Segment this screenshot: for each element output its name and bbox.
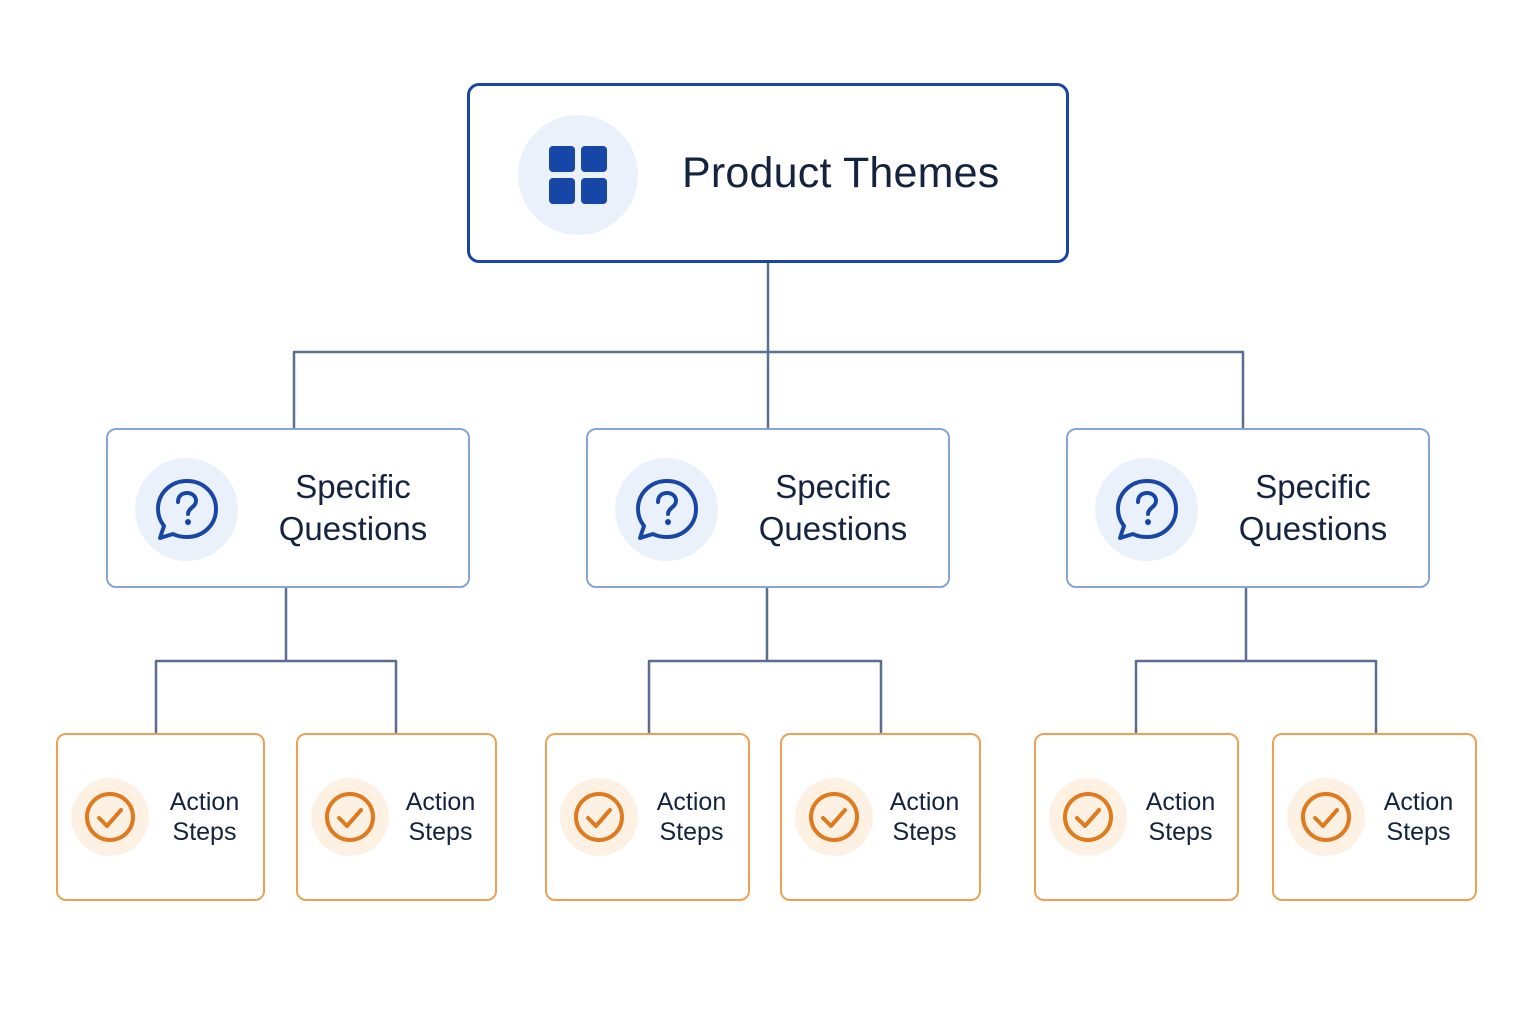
check-circle-icon [809,792,859,842]
action-label: Action Steps [889,788,960,846]
question-node-2: Specific Questions [586,428,950,588]
action-icon-badge [71,778,149,856]
question-icon-badge [135,458,238,561]
action-label: Action Steps [1145,788,1216,846]
check-circle-icon [574,792,624,842]
question-bubble-icon [635,478,698,540]
action-label: Action Steps [1383,788,1454,846]
root-label: Product Themes [682,148,1000,197]
root-icon-badge [518,115,638,235]
question-label: Specific Questions [1238,468,1388,547]
action-node-2: Action Steps [296,733,497,901]
action-icon-badge [795,778,873,856]
connector-q2-bar [647,659,883,733]
action-label: Action Steps [656,788,727,846]
action-node-6: Action Steps [1272,733,1477,901]
action-node-5: Action Steps [1034,733,1239,901]
action-icon-badge [560,778,638,856]
question-bubble-icon [1115,478,1178,540]
question-icon-badge [1095,458,1198,561]
connector-q3-bar [1134,659,1378,733]
check-circle-icon [85,792,135,842]
question-label: Specific Questions [758,468,908,547]
connector-q1-bar [154,659,398,733]
action-label: Action Steps [169,788,240,846]
question-node-3: Specific Questions [1066,428,1430,588]
action-node-1: Action Steps [56,733,265,901]
action-icon-badge [311,778,389,856]
grid-icon [549,146,607,204]
connector-root-bar [292,350,1245,428]
check-circle-icon [1063,792,1113,842]
root-node-product-themes: Product Themes [467,83,1069,263]
action-label: Action Steps [405,788,476,846]
check-circle-icon [1301,792,1351,842]
question-node-1: Specific Questions [106,428,470,588]
question-label: Specific Questions [278,468,428,547]
action-node-4: Action Steps [780,733,981,901]
action-icon-badge [1049,778,1127,856]
action-icon-badge [1287,778,1365,856]
action-node-3: Action Steps [545,733,750,901]
check-circle-icon [325,792,375,842]
question-icon-badge [615,458,718,561]
question-bubble-icon [155,478,218,540]
